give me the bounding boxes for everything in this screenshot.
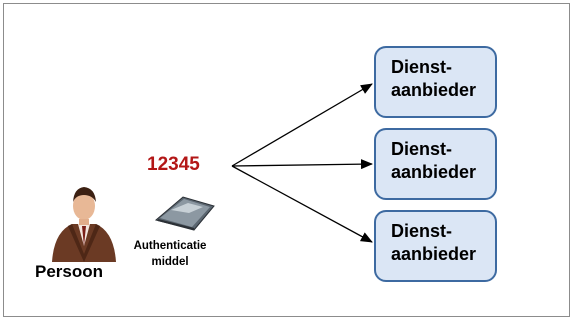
- arrow-to-provider-1: [231, 83, 373, 167]
- service-provider-box-2: Dienst- aanbieder: [374, 128, 497, 200]
- authentication-label: Authenticatie middel: [130, 238, 210, 270]
- provider-2-line2: aanbieder: [391, 162, 477, 182]
- code-value: 12345: [147, 154, 200, 175]
- service-provider-box-3: Dienst- aanbieder: [374, 210, 497, 282]
- authentication-label-line1: Authenticatie: [133, 240, 207, 252]
- person-label: Persoon: [35, 262, 104, 281]
- arrow-to-provider-3: [231, 165, 373, 243]
- arrow-to-provider-2: [231, 159, 373, 170]
- provider-1-line1: Dienst-: [391, 57, 453, 77]
- authentication-label-line2: middel: [151, 256, 189, 268]
- diagram-frame: [3, 3, 570, 317]
- provider-1-line2: aanbieder: [391, 80, 477, 100]
- provider-3-line1: Dienst-: [391, 221, 453, 241]
- businessman-icon: [52, 187, 116, 262]
- provider-2-line1: Dienst-: [391, 139, 453, 159]
- service-provider-box-1: Dienst- aanbieder: [374, 46, 497, 118]
- card-icon: [154, 196, 215, 231]
- provider-3-line2: aanbieder: [391, 244, 477, 264]
